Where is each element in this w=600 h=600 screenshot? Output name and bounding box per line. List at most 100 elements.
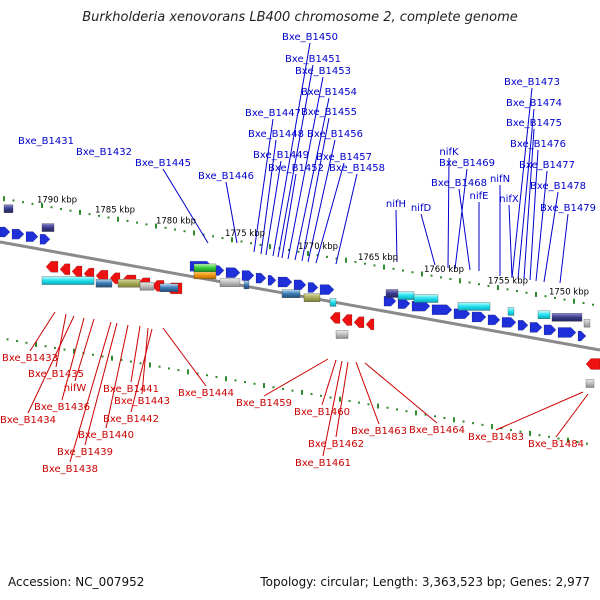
top-gene-label: Bxe_B1478 [530, 181, 586, 192]
bottom-gene-label: Bxe_B1483 [468, 432, 524, 443]
top-leader-line [301, 117, 330, 262]
scale-label: 1780 kbp [156, 217, 196, 227]
top-gene-label: Bxe_B1475 [506, 118, 562, 129]
domain-box-top [385, 289, 399, 298]
top-gene-label: Bxe_B1445 [135, 158, 191, 169]
top-leader-line [253, 118, 274, 253]
bottom-leader-line [322, 360, 343, 457]
domain-box-bottom [159, 283, 179, 292]
forward-gene-arrow [319, 284, 335, 295]
top-gene-label: Bxe_B1457 [316, 152, 372, 163]
forward-gene-arrow [11, 228, 25, 240]
top-gene-label: Bxe_B1477 [519, 160, 575, 171]
bottom-gene-label: Bxe_B1484 [528, 439, 584, 450]
forward-gene-arrow [487, 314, 501, 326]
domain-box-top [281, 289, 301, 298]
top-gene-label: Bxe_B1476 [510, 139, 566, 150]
forward-gene-arrow [501, 317, 517, 328]
top-gene-label: Bxe_B1469 [439, 158, 495, 169]
top-gene-label: Bxe_B1447 [245, 108, 301, 119]
top-gene-label: Bxe_B1432 [76, 147, 132, 158]
top-leader-line [543, 191, 559, 283]
reverse-gene-arrow [71, 265, 83, 278]
domain-box-bottom [585, 379, 595, 388]
top-gene-label: Bxe_B1446 [198, 171, 254, 182]
domain-box-bottom [95, 279, 113, 288]
top-gene-label: Bxe_B1456 [307, 129, 363, 140]
bottom-leader-line [84, 322, 118, 446]
bottom-gene-label: Bxe_B1434 [0, 415, 56, 426]
accession-text: Accession: NC_007952 [8, 575, 145, 589]
forward-gene-arrow [293, 279, 307, 291]
forward-gene-arrow [517, 320, 529, 331]
top-gene-label: nifN [490, 174, 510, 185]
bottom-leader-line [130, 328, 153, 413]
forward-gene-arrow [397, 298, 411, 309]
forward-gene-arrow [529, 322, 543, 333]
top-leader-line [162, 168, 209, 244]
top-leader-line [447, 157, 450, 269]
reverse-gene-arrow [365, 318, 375, 331]
forward-gene-arrow [0, 226, 11, 238]
top-gene-label: Bxe_B1455 [301, 107, 357, 118]
domain-box-top [457, 302, 491, 311]
bottom-gene-label: Bxe_B1436 [34, 402, 90, 413]
top-gene-label: nifE [470, 191, 489, 202]
domain-box-top [243, 280, 250, 290]
top-leader-line [260, 139, 277, 255]
top-leader-line [529, 149, 539, 281]
domain-box-bottom [139, 282, 155, 291]
bottom-gene-label: Bxe_B1444 [178, 388, 234, 399]
bottom-leader-line [321, 359, 337, 406]
forward-gene-arrow [577, 330, 587, 342]
forward-gene-arrow [25, 231, 39, 242]
top-gene-label: Bxe_B1431 [18, 136, 74, 147]
top-gene-label: Bxe_B1454 [301, 87, 357, 98]
top-leader-line [307, 139, 336, 263]
top-leader-line [508, 204, 513, 279]
domain-box-top [193, 263, 217, 273]
domain-box-bottom [117, 279, 141, 288]
bottom-leader-line [555, 393, 589, 438]
forward-gene-arrow [543, 324, 557, 336]
reverse-gene-arrow [109, 272, 121, 284]
bottom-gene-label: Bxe_B1440 [78, 430, 134, 441]
top-gene-label: nifX [499, 194, 519, 205]
scale-label: 1765 kbp [358, 253, 398, 263]
domain-box-top [303, 293, 321, 302]
top-leader-line [523, 128, 535, 280]
reverse-gene-arrow [59, 263, 71, 275]
bottom-leader-line [105, 324, 129, 429]
top-leader-line [294, 97, 330, 261]
forward-gene-arrow [471, 311, 487, 323]
top-leader-line [277, 64, 314, 258]
top-gene-label: nifD [411, 203, 432, 214]
top-leader-line [315, 162, 345, 264]
top-leader-line [454, 168, 468, 270]
bottom-leader-line [162, 327, 207, 387]
top-gene-label: Bxe_B1451 [285, 54, 341, 65]
bottom-gene-label: Bxe_B1462 [308, 439, 364, 450]
top-leader-line [287, 76, 324, 260]
bottom-leader-line [74, 318, 95, 382]
top-leader-line [395, 209, 398, 263]
reverse-gene-arrow [341, 314, 353, 326]
bottom-leader-line [27, 315, 75, 414]
bottom-leader-line [263, 358, 329, 397]
scale-label: 1755 kbp [488, 276, 528, 286]
domain-box-top [397, 291, 415, 300]
top-leader-line [272, 42, 311, 257]
bottom-gene-label: Bxe_B1438 [42, 464, 98, 475]
domain-box-top [219, 278, 241, 287]
forward-gene-arrow [277, 276, 293, 288]
bottom-leader-line [355, 361, 380, 425]
reverse-gene-arrow [353, 316, 365, 328]
scale-label: 1790 kbp [37, 195, 77, 205]
domain-box-top [41, 223, 55, 232]
bottom-gene-label: Bxe_B1439 [57, 447, 113, 458]
bottom-gene-label: Bxe_B1464 [409, 425, 465, 436]
bottom-gene-label: Bxe_B1435 [28, 369, 84, 380]
top-gene-label: Bxe_B1453 [295, 66, 351, 77]
scale-label: 1750 kbp [549, 287, 589, 297]
bottom-gene-label: Bxe_B1459 [236, 398, 292, 409]
